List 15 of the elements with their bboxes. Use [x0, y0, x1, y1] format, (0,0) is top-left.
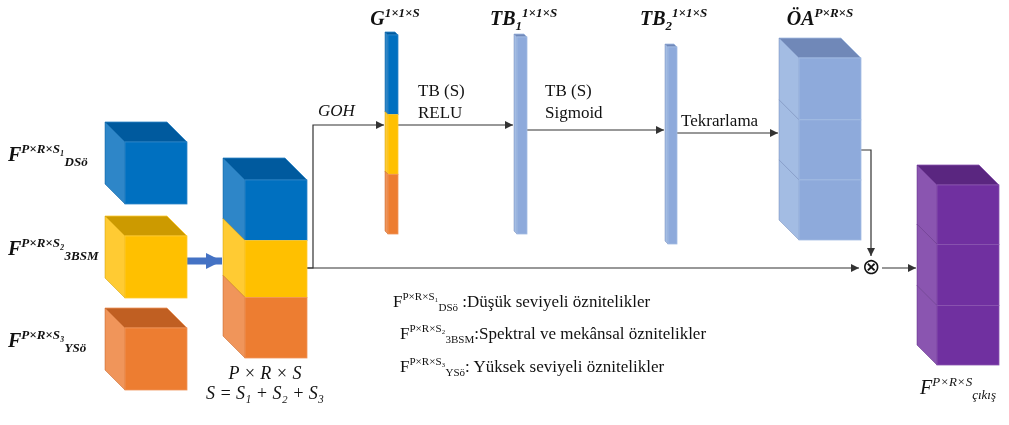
dimension-formula: P × R × S: [227, 364, 303, 384]
arrow: [306, 264, 860, 272]
arrow: [526, 126, 665, 134]
arrow: [397, 121, 514, 129]
legend-note: F$^{P×R×S₁}$$_{DSö}$ :Düşük seviyeli öznitelikler: [393, 290, 651, 314]
arrow: [676, 129, 779, 137]
multiply-symbol: ⊗: [861, 255, 881, 279]
arrow: [187, 253, 222, 269]
legend-note: F$^{P×R×S₂}$$_{3BSM}$:Spektral ve mekânsal öznitelikler: [400, 322, 707, 346]
legend-note: F$^{P×R×S₃}$$_{YSö}$: Yüksek seviyeli öznitelikler: [400, 355, 665, 379]
feature-label: ÖA$^{P×R×S}$: [785, 6, 855, 29]
arrow: [881, 264, 917, 272]
dimension-formula: S = S₁ + S₂ + S₃: [204, 383, 326, 404]
arrow: [860, 149, 875, 257]
feature-label: G$^{1×1×S}$: [370, 6, 420, 29]
